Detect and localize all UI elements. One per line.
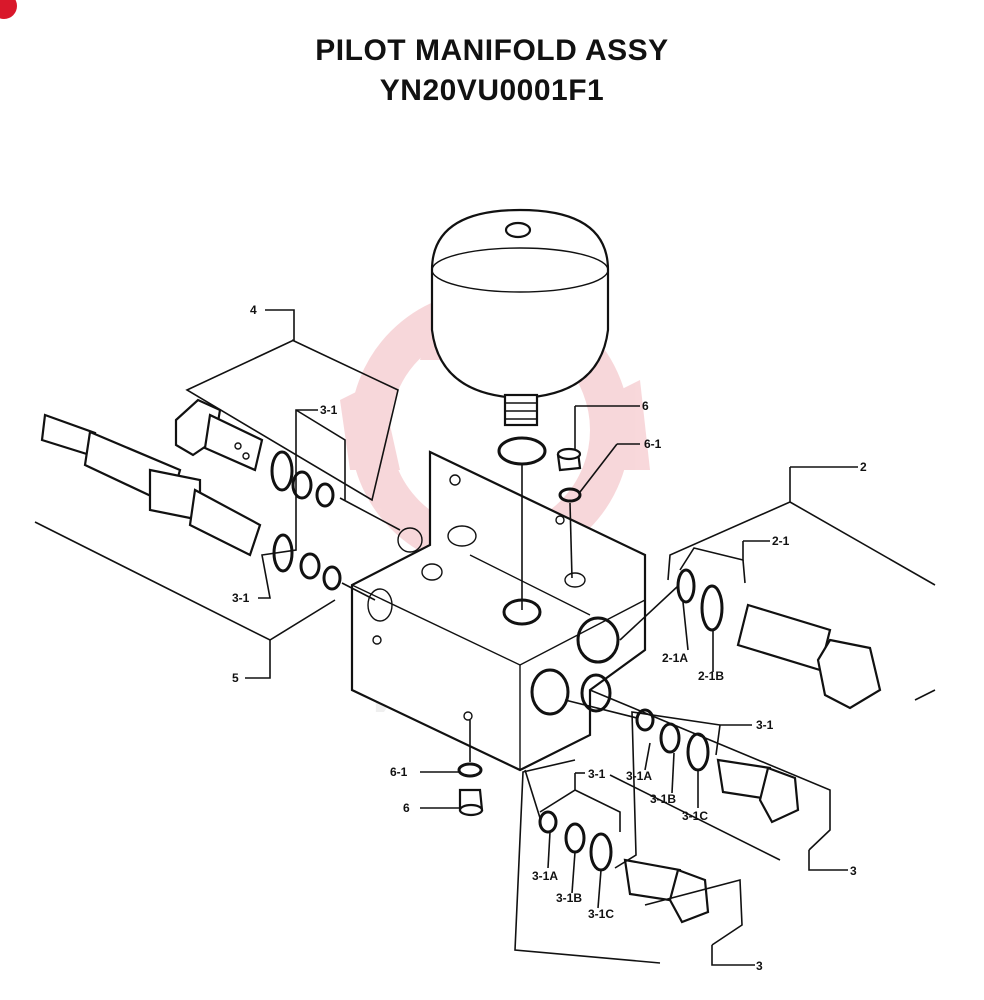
callout-3-1-mid: 3-1 [756,718,774,732]
plug-6-top [556,447,582,503]
manifold-block [350,450,647,772]
callout-2-1: 2-1 [772,534,790,548]
callout-3-1C-mid: 3-1C [682,809,708,823]
check-valve-3b [538,810,710,924]
callout-3-1-upper: 3-1 [320,403,338,417]
part-number: YN20VU0001F1 [379,74,605,107]
callout-3-1-bottom: 3-1 [588,767,606,781]
callout-2-1A: 2-1A [662,651,688,665]
check-valve-3a [635,708,800,824]
callout-3-1C-bottom: 3-1C [588,907,614,921]
callout-6-top: 6 [642,399,649,413]
bracket-lines [34,309,936,966]
callout-6-1-top: 6-1 [644,437,662,451]
callout-labels: 4 3-1 3-1 5 6 6-1 2 2-1 2-1A 2-1B 3-1 3-… [232,303,867,973]
plug-2 [676,568,882,710]
callout-3-bottom: 3 [756,959,763,973]
callout-3-1B-mid: 3-1B [650,792,676,806]
callout-6-1-bottom: 6-1 [390,765,408,779]
callout-6-bottom: 6 [403,801,410,815]
solenoid-valve-5 [40,413,342,591]
accumulator [430,208,610,466]
callout-5: 5 [232,671,239,685]
callout-4: 4 [250,303,257,317]
diagram-title: PILOT MANIFOLD ASSY [315,34,669,67]
cartridge-valve-4 [174,398,335,508]
callout-2-1B: 2-1B [698,669,724,683]
plug-6-bottom [457,762,484,817]
callout-3-right: 3 [850,864,857,878]
callout-3-1A-mid: 3-1A [626,769,652,783]
callout-3-1A-bottom: 3-1A [532,869,558,883]
callout-3-1-left: 3-1 [232,591,250,605]
corner-badge [0,0,17,19]
callout-3-1B-bottom: 3-1B [556,891,582,905]
assembly-lines [339,463,679,819]
callout-2: 2 [860,460,867,474]
